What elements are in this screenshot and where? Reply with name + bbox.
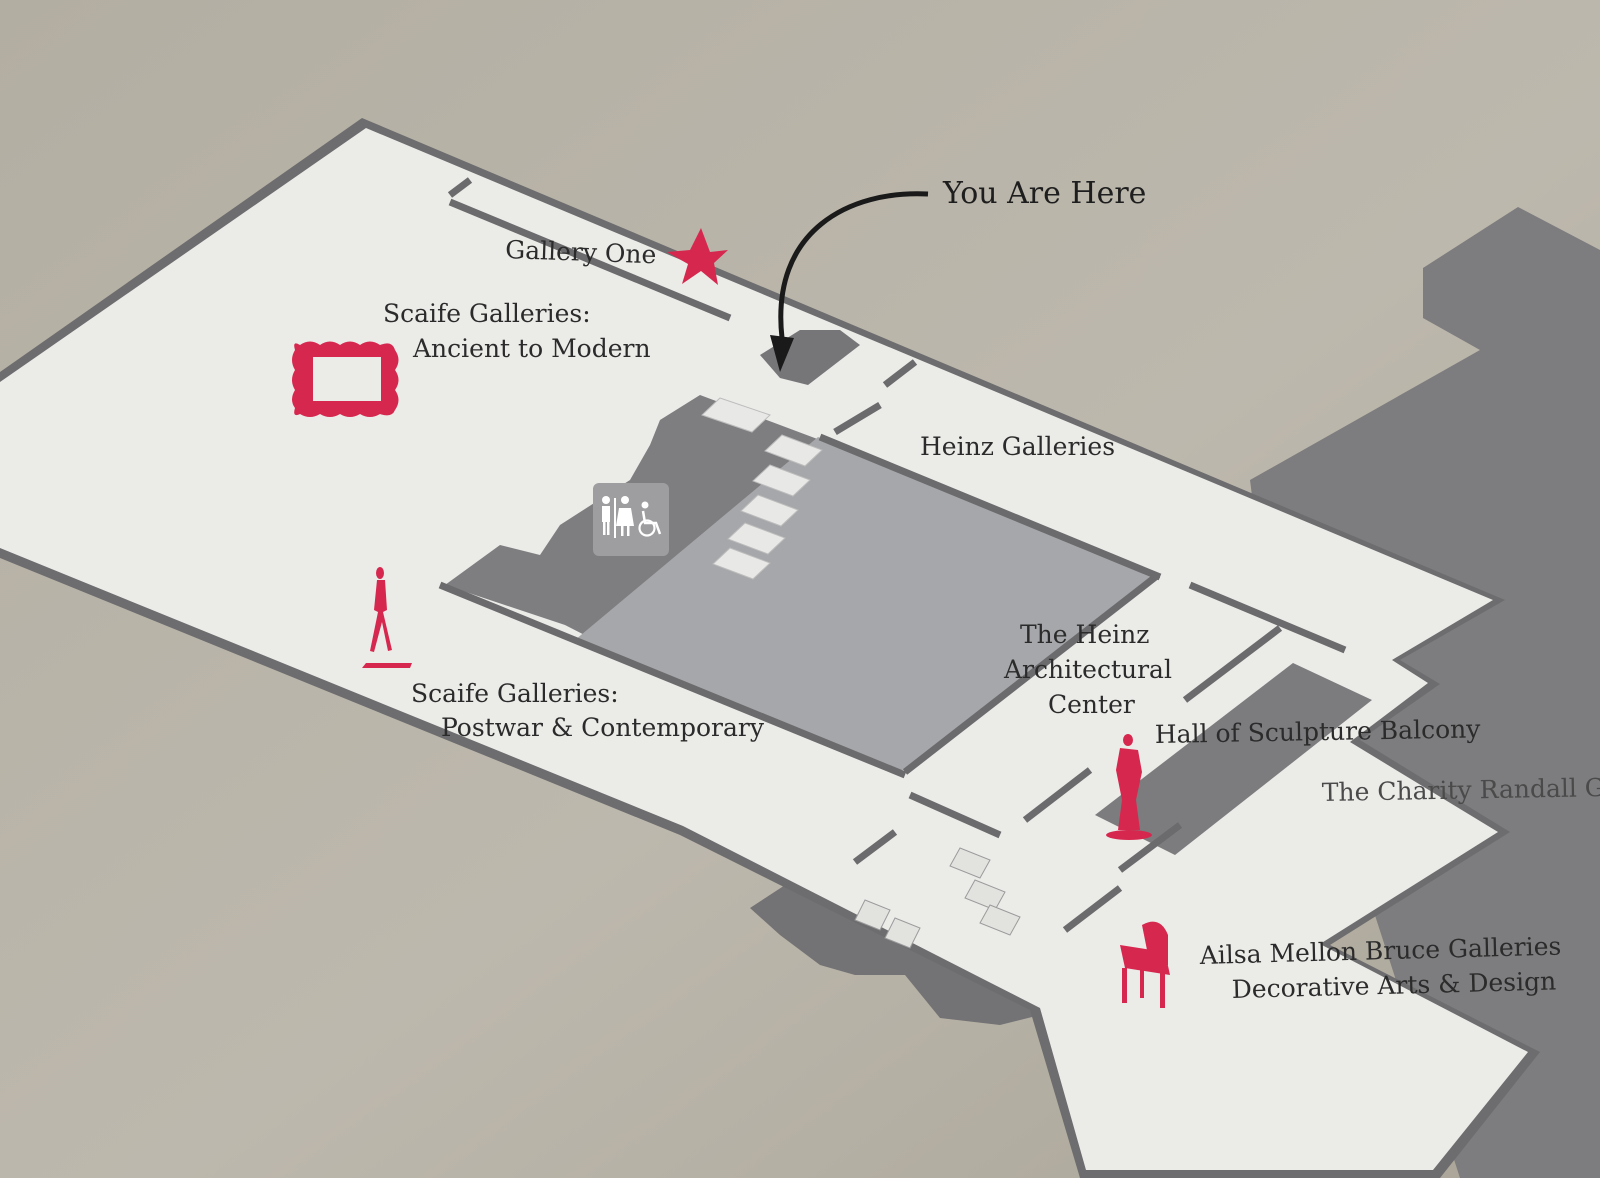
arrow-icon (770, 191, 929, 372)
sculpture-court (1095, 663, 1372, 855)
heinz-arch-label-line1: The Heinz (1020, 620, 1149, 649)
court-light-area (575, 437, 1158, 772)
venus-statue-icon (1106, 734, 1152, 840)
you-are-here-label: You Are Here (942, 176, 1146, 211)
star-icon (667, 228, 728, 285)
gallery-one-label: Gallery One (505, 235, 657, 269)
hall-of-sculpture-label: Hall of Sculpture Balcony (1155, 714, 1482, 749)
walking-man-sculpture-icon (362, 567, 412, 668)
heinz-galleries-label: Heinz Galleries (920, 432, 1115, 461)
heinz-arch-label-line3: Center (1048, 690, 1135, 719)
stairs (701, 397, 823, 580)
scaife-postwar-label-line1: Scaife Galleries: (411, 679, 619, 708)
heinz-arch-label-line2: Architectural (1003, 655, 1172, 684)
charity-randall-label: The Charity Randall Ga (1322, 773, 1600, 807)
scaife-postwar-label-line2: Postwar & Contemporary (441, 713, 765, 742)
scaife-ancient-label-line2: Ancient to Modern (412, 334, 651, 363)
partitions (438, 177, 1347, 933)
chair-icon (1120, 921, 1170, 1008)
lower-dark-area (750, 872, 1060, 1025)
lower-stairs (854, 847, 1021, 949)
scaife-ancient-label-line1: Scaife Galleries: (383, 299, 591, 328)
restroom-accessible-icon[interactable] (593, 483, 669, 556)
picture-frame-icon (292, 341, 399, 417)
